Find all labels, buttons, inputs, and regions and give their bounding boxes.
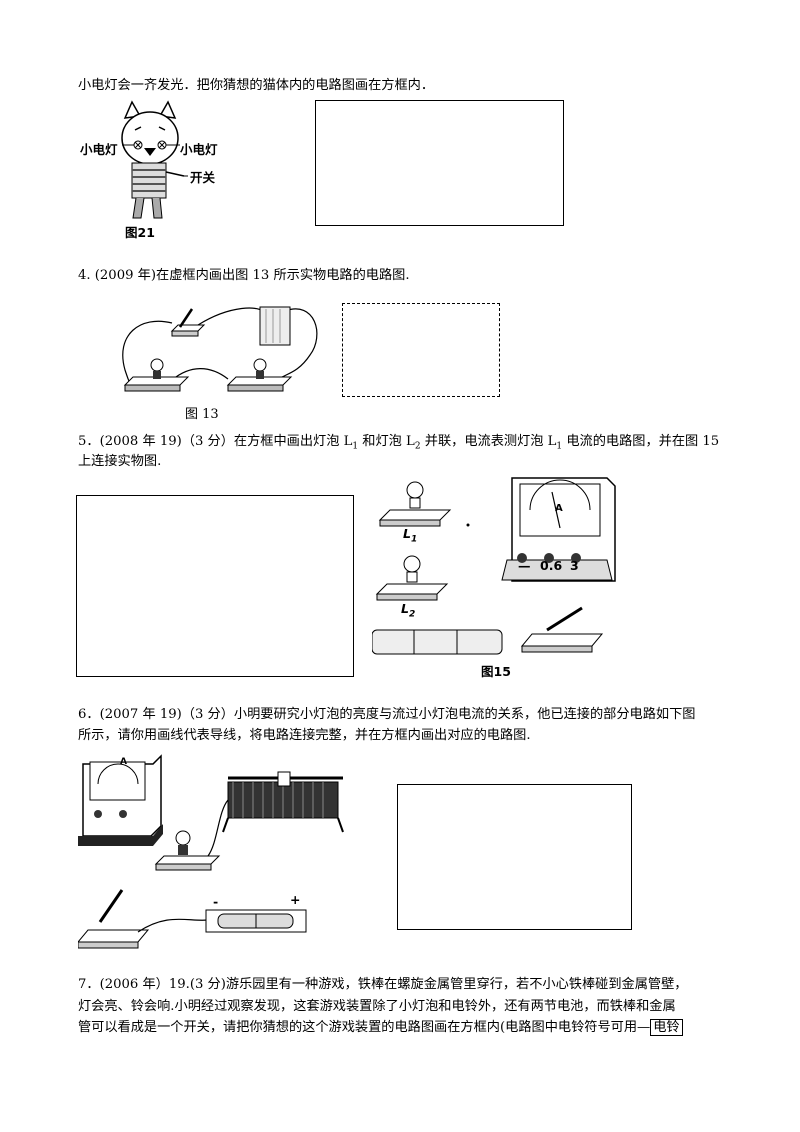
label-lamp-right: 小电灯 xyxy=(180,142,218,157)
answer-box-q6[interactable] xyxy=(397,784,632,930)
circuit-fig13 xyxy=(110,295,330,400)
q7-text-line1: 7．(2006 年）19.(3 分)游乐园里有一种游戏，铁棒在螺旋金属管里穿行，… xyxy=(78,977,688,992)
battery-minus: - xyxy=(213,894,219,909)
battery-plus: + xyxy=(290,892,301,907)
q5-text-b: 和灯泡 L xyxy=(358,434,415,449)
fig13-caption: 图 13 xyxy=(185,407,219,422)
q6-text-line1: 6．(2007 年 19)（3 分）小明要研究小灯泡的亮度与流过小灯泡电流的关系… xyxy=(78,707,696,722)
bell-symbol: 电铃 xyxy=(650,1019,683,1036)
label-switch: 开关 xyxy=(190,170,216,185)
q5-sub3: 1 xyxy=(556,441,563,452)
q7-text-line3: 管可以看成是一个开关，请把你猜想的这个游戏装置的电路图画在方框内(电路图中电铃符… xyxy=(78,1019,683,1037)
cat-figure xyxy=(80,100,230,240)
q5-text-c: 并联，电流表测灯泡 L xyxy=(420,434,557,449)
fig15-caption: 图15 xyxy=(481,664,511,679)
answer-box-q3[interactable] xyxy=(315,100,564,226)
label-l2: L2 xyxy=(401,601,415,620)
q3-text: 小电灯会一齐发光．把你猜想的猫体内的电路图画在方框内． xyxy=(78,78,435,93)
circuit-q6-drawing xyxy=(76,754,344,949)
label-l1-sub: 1 xyxy=(410,534,418,545)
q5-text-a: 5．(2008 年 19)（3 分）在方框中画出灯泡 L xyxy=(78,434,353,449)
fig21-caption: 图21 xyxy=(125,225,155,240)
label-l1-text: L xyxy=(403,526,411,541)
answer-box-q5[interactable] xyxy=(76,495,354,677)
q5-sub2: 2 xyxy=(414,441,421,452)
q5-text-line2: 上连接实物图. xyxy=(78,454,162,469)
answer-box-q4[interactable] xyxy=(342,303,500,397)
cat-drawing xyxy=(121,100,188,219)
q4-text: 4. (2009 年)在虚框内画出图 13 所示实物电路的电路图. xyxy=(78,268,410,283)
q5-text-line1: 5．(2008 年 19)（3 分）在方框中画出灯泡 L1 和灯泡 L2 并联，… xyxy=(78,433,719,456)
apparatus-fig15-drawing xyxy=(371,477,616,655)
label-l1: L1 xyxy=(403,526,417,545)
q6-text-line2: 所示，请你用画线代表导线，将电路连接完整，并在方框内画出对应的电路图. xyxy=(78,728,531,743)
q5-sub1: 1 xyxy=(352,441,359,452)
label-lamp-left: 小电灯 xyxy=(80,142,118,157)
ammeter-terminal-minus: — xyxy=(518,558,531,573)
q7-text-line2: 灯会亮、铃会响.小明经过观察发现，这套游戏装置除了小灯泡和电铃外，还有两节电池，… xyxy=(78,999,676,1014)
circuit-q6 xyxy=(76,752,358,952)
q6-ammeter-unit: A xyxy=(120,757,127,767)
q5-text-d: 电流的电路图，并在图 15 xyxy=(562,434,720,449)
ammeter-terminal-3: 3 xyxy=(570,558,579,573)
ammeter-unit-label: A xyxy=(555,503,563,514)
apparatus-fig15 xyxy=(371,470,622,670)
circuit-fig13-drawing xyxy=(122,306,318,392)
label-l2-text: L xyxy=(401,601,409,616)
ammeter-terminal-06: 0.6 xyxy=(540,558,563,573)
label-l2-sub: 2 xyxy=(408,609,416,620)
q7-text-line3-body: 管可以看成是一个开关，请把你猜想的这个游戏装置的电路图画在方框内(电路图中电铃符… xyxy=(78,1020,651,1035)
